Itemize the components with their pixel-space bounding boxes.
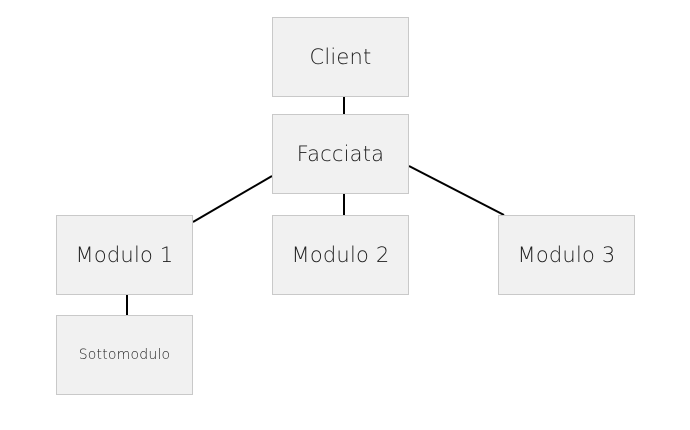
node-modulo-1: Modulo 1 (56, 215, 193, 295)
node-client: Client (272, 17, 409, 97)
node-sottomodulo: Sottomodulo (56, 315, 193, 395)
node-facciata-label: Facciata (296, 142, 385, 166)
node-modulo-3: Modulo 3 (498, 215, 635, 295)
connector-facciata-modulo3 (408, 165, 505, 216)
node-modulo-2: Modulo 2 (272, 215, 409, 295)
connector-facciata-modulo1 (192, 175, 273, 223)
node-modulo-1-label: Modulo 1 (75, 243, 174, 267)
node-facciata: Facciata (272, 114, 409, 194)
node-sottomodulo-label: Sottomodulo (78, 347, 171, 363)
node-modulo-2-label: Modulo 2 (291, 243, 390, 267)
node-client-label: Client (309, 45, 372, 69)
node-modulo-3-label: Modulo 3 (517, 243, 616, 267)
